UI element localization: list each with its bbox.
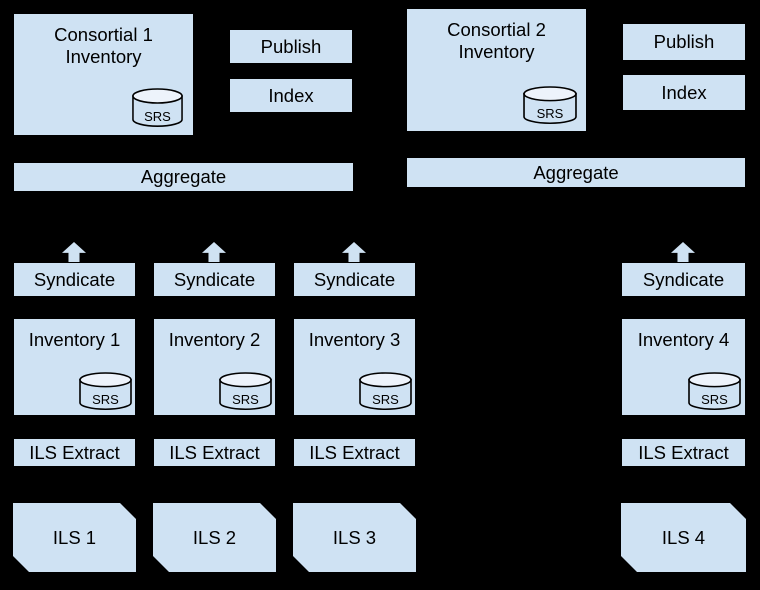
ils-extract-label-4: ILS Extract bbox=[638, 441, 729, 463]
consortial-1-label-line2: Inventory bbox=[65, 45, 142, 67]
srs-database-icon: SRS bbox=[523, 86, 577, 124]
index-box-1: Index bbox=[229, 78, 353, 113]
syndicate-box-4: Syndicate bbox=[621, 262, 746, 297]
ils-extract-box-1: ILS Extract bbox=[13, 438, 136, 467]
inventory-label-2: Inventory 2 bbox=[168, 329, 261, 350]
database-cylinder-icon bbox=[523, 86, 577, 124]
up-arrow-icon bbox=[671, 242, 695, 263]
ils-extract-box-4: ILS Extract bbox=[621, 438, 746, 467]
consortial-2-label-line2: Inventory bbox=[458, 40, 535, 62]
srs-label: SRS bbox=[144, 109, 171, 124]
index-box-2: Index bbox=[622, 74, 746, 111]
consortial-1-label-line1: Consortial 1 bbox=[54, 24, 153, 45]
inventory-label-4: Inventory 4 bbox=[637, 329, 730, 350]
srs-database-icon: SRS bbox=[688, 372, 741, 410]
aggregate-label-2: Aggregate bbox=[533, 161, 619, 183]
publish-label-1: Publish bbox=[260, 35, 322, 57]
ils-extract-label-2: ILS Extract bbox=[169, 441, 260, 463]
consortial-1-label: Consortial 1 Inventory bbox=[54, 24, 153, 67]
aggregate-bar-1: Aggregate bbox=[13, 162, 354, 192]
syndicate-label-2: Syndicate bbox=[173, 268, 256, 290]
srs-label: SRS bbox=[536, 106, 564, 121]
ils-label-3: ILS 3 bbox=[332, 526, 377, 548]
srs-database-icon: SRS bbox=[79, 372, 132, 410]
aggregate-bar-2: Aggregate bbox=[406, 157, 746, 188]
ils-box-2: ILS 2 bbox=[153, 503, 276, 572]
up-arrow-icon bbox=[342, 242, 366, 263]
ils-box-3: ILS 3 bbox=[293, 503, 416, 572]
index-label-2: Index bbox=[661, 81, 707, 103]
publish-label-2: Publish bbox=[653, 31, 715, 53]
publish-box-1: Publish bbox=[229, 29, 353, 64]
srs-label: SRS bbox=[701, 392, 728, 407]
srs-database-icon: SRS bbox=[132, 88, 183, 127]
ils-label-1: ILS 1 bbox=[52, 526, 97, 548]
syndicate-box-3: Syndicate bbox=[293, 262, 416, 297]
ils-extract-box-2: ILS Extract bbox=[153, 438, 276, 467]
consortial-2-label: Consortial 2 Inventory bbox=[447, 19, 546, 62]
syndicate-label-1: Syndicate bbox=[33, 268, 116, 290]
index-label-1: Index bbox=[268, 84, 314, 106]
ils-extract-label-1: ILS Extract bbox=[29, 441, 120, 463]
syndicate-box-1: Syndicate bbox=[13, 262, 136, 297]
inventory-label-1: Inventory 1 bbox=[28, 329, 121, 350]
consortial-1-inventory-box: Consortial 1 Inventory bbox=[13, 13, 194, 136]
up-arrow-icon bbox=[202, 242, 226, 263]
database-cylinder-icon bbox=[688, 372, 741, 410]
ils-box-4: ILS 4 bbox=[621, 503, 746, 572]
ils-label-2: ILS 2 bbox=[192, 526, 237, 548]
up-arrow-icon bbox=[62, 242, 86, 263]
database-cylinder-icon bbox=[79, 372, 132, 410]
consortial-2-label-line1: Consortial 2 bbox=[447, 19, 546, 40]
srs-label: SRS bbox=[372, 392, 399, 407]
database-cylinder-icon bbox=[219, 372, 272, 410]
inventory-label-3: Inventory 3 bbox=[308, 329, 401, 350]
ils-box-1: ILS 1 bbox=[13, 503, 136, 572]
aggregate-label-1: Aggregate bbox=[140, 166, 227, 188]
database-cylinder-icon bbox=[359, 372, 412, 410]
syndicate-box-2: Syndicate bbox=[153, 262, 276, 297]
srs-database-icon: SRS bbox=[359, 372, 412, 410]
database-cylinder-icon bbox=[132, 88, 183, 127]
ils-extract-box-3: ILS Extract bbox=[293, 438, 416, 467]
ils-extract-label-3: ILS Extract bbox=[309, 441, 400, 463]
publish-box-2: Publish bbox=[622, 23, 746, 61]
srs-label: SRS bbox=[232, 392, 259, 407]
srs-database-icon: SRS bbox=[219, 372, 272, 410]
syndicate-label-4: Syndicate bbox=[642, 268, 725, 290]
ils-label-4: ILS 4 bbox=[661, 526, 706, 548]
syndicate-label-3: Syndicate bbox=[313, 268, 396, 290]
srs-label: SRS bbox=[92, 392, 119, 407]
